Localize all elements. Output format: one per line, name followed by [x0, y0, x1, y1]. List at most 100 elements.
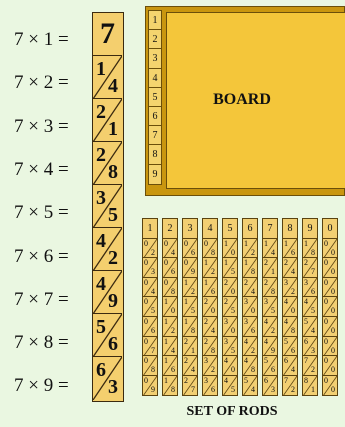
units-digit: 2 [211, 366, 215, 374]
units-digit: 4 [211, 327, 215, 335]
units-digit: 0 [251, 307, 255, 315]
units-digit: 4 [191, 366, 195, 374]
units-digit: 3 [151, 268, 155, 276]
tens-digit: 1 [224, 240, 228, 248]
rod-product-cell: 00 [323, 356, 337, 376]
tens-digit: 0 [164, 240, 168, 248]
rod-seven: 71421283542495663 [92, 12, 124, 402]
units-digit: 4 [108, 76, 118, 96]
rod-product-cell: 10 [163, 297, 177, 317]
rod-product-cell: 24 [283, 258, 297, 278]
rod-product-cell: 21 [183, 337, 197, 357]
units-digit: 4 [171, 347, 175, 355]
rod-product-cell: 63 [263, 376, 277, 396]
units-digit: 8 [211, 347, 215, 355]
rod-product-cell: 00 [323, 337, 337, 357]
units-digit: 1 [108, 119, 118, 139]
tens-digit: 0 [324, 279, 328, 287]
rod-product-cell: 54 [303, 317, 317, 337]
rod-head: 0 [323, 219, 337, 239]
tens-digit: 3 [224, 338, 228, 346]
rod-product-cell: 27 [303, 258, 317, 278]
equation-label: 7 × 6 = [14, 238, 94, 276]
equation-label: 7 × 8 = [14, 324, 94, 362]
units-digit: 4 [251, 288, 255, 296]
tens-digit: 3 [96, 188, 106, 208]
units-digit: 0 [331, 249, 335, 257]
rod-product-cell: 00 [323, 239, 337, 259]
board-scale-cell: 3 [149, 49, 161, 68]
tens-digit: 4 [224, 377, 228, 385]
rod-product-cell: 00 [323, 317, 337, 337]
tens-digit: 0 [204, 240, 208, 248]
rod-product-cell: 40 [223, 356, 237, 376]
tens-digit: 3 [224, 318, 228, 326]
equation-label: 7 × 9 = [14, 367, 94, 405]
tens-digit: 4 [244, 357, 248, 365]
rod-product-cell: 36 [203, 376, 217, 396]
tens-digit: 1 [224, 259, 228, 267]
units-digit: 0 [171, 307, 175, 315]
tens-digit: 0 [324, 377, 328, 385]
units-digit: 0 [331, 307, 335, 315]
rod-product-cell: 32 [283, 278, 297, 298]
units-digit: 0 [331, 347, 335, 355]
rod-product-cell: 00 [323, 258, 337, 278]
units-digit: 5 [231, 268, 235, 276]
tens-digit: 1 [264, 240, 268, 248]
equation-label: 7 × 4 = [14, 151, 94, 189]
tens-digit: 2 [96, 145, 106, 165]
rod-product-cell: 72 [303, 356, 317, 376]
rod-product-cell: 28 [263, 278, 277, 298]
rod-product-cell: 09 [183, 258, 197, 278]
tens-digit: 3 [264, 298, 268, 306]
tens-digit: 4 [284, 298, 288, 306]
rod-product-cell: 16 [163, 356, 177, 376]
rod-product-cell: 14 [163, 337, 177, 357]
rod: 91827364554637281 [302, 218, 318, 396]
tens-digit: 1 [184, 298, 188, 306]
rod: 61218243036424854 [242, 218, 258, 396]
tens-digit: 0 [324, 240, 328, 248]
rod-seven-head-cell: 7 [93, 13, 122, 56]
rod-seven-cell: 21 [93, 99, 122, 142]
units-digit: 2 [251, 347, 255, 355]
rod-product-cell: 24 [183, 356, 197, 376]
rod-seven-cell: 56 [93, 314, 122, 357]
tens-digit: 0 [164, 259, 168, 267]
rod-product-cell: 56 [283, 337, 297, 357]
rod-seven-cell: 35 [93, 185, 122, 228]
units-digit: 6 [291, 347, 295, 355]
board-scale-cell: 7 [149, 126, 161, 145]
units-digit: 4 [291, 268, 295, 276]
rod-product-cell: 48 [283, 317, 297, 337]
units-digit: 3 [271, 386, 275, 394]
units-digit: 8 [291, 327, 295, 335]
units-digit: 4 [171, 249, 175, 257]
units-digit: 8 [171, 386, 175, 394]
tens-digit: 0 [324, 338, 328, 346]
rod-product-cell: 04 [163, 239, 177, 259]
tens-digit: 1 [204, 259, 208, 267]
tens-digit: 0 [324, 259, 328, 267]
board-scale-cell: 2 [149, 30, 161, 49]
units-digit: 9 [151, 386, 155, 394]
rod-product-cell: 08 [203, 239, 217, 259]
tens-digit: 6 [304, 338, 308, 346]
tens-digit: 3 [304, 279, 308, 287]
tens-digit: 1 [184, 279, 188, 287]
rod-head: 2 [163, 219, 177, 239]
units-digit: 0 [231, 249, 235, 257]
rod-product-cell: 06 [183, 239, 197, 259]
units-digit: 9 [271, 347, 275, 355]
rod-product-cell: 00 [323, 297, 337, 317]
rod-product-cell: 06 [143, 317, 157, 337]
tens-digit: 5 [264, 357, 268, 365]
rod: 81624324048566472 [282, 218, 298, 396]
